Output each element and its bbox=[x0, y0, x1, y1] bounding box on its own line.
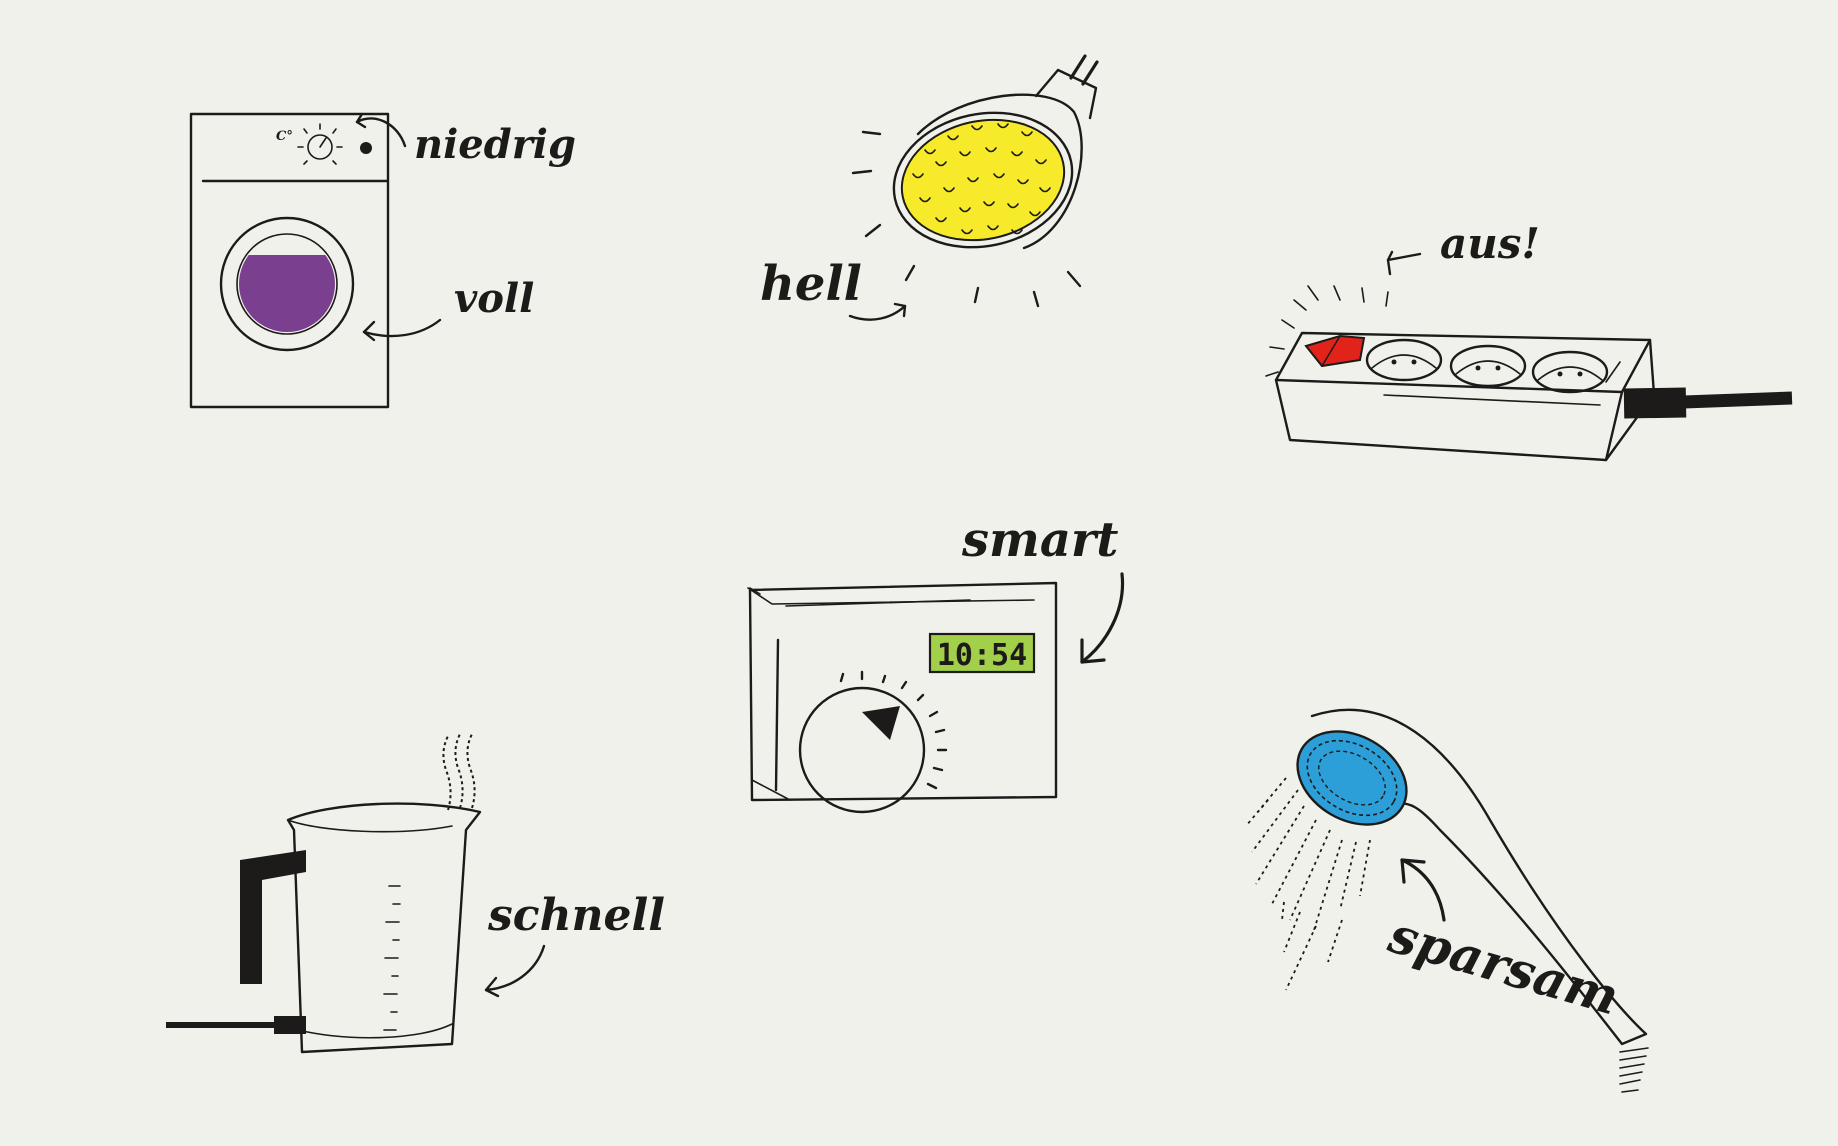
arrow-icon bbox=[362, 318, 442, 338]
indicator-dot bbox=[360, 142, 372, 154]
thermostat-dial[interactable] bbox=[798, 686, 926, 814]
washer-water-fill bbox=[239, 255, 335, 332]
label-aus: aus! bbox=[1440, 219, 1540, 268]
thermostat-icon: 10:54 bbox=[747, 581, 1058, 814]
led-spotlight-icon bbox=[851, 54, 1099, 308]
arrow-icon bbox=[1386, 252, 1422, 262]
label-hell: hell bbox=[760, 256, 862, 312]
temperature-dial-icon bbox=[297, 123, 343, 165]
washing-machine-icon: C° bbox=[189, 112, 390, 409]
label-voll: voll bbox=[454, 275, 534, 322]
label-niedrig: niedrig bbox=[414, 121, 576, 168]
arrow-icon bbox=[848, 304, 907, 321]
kettle-handle bbox=[240, 850, 306, 984]
dial-unit-label: C° bbox=[276, 129, 293, 144]
power-switch-icon bbox=[1304, 334, 1366, 368]
water-spray-icon bbox=[1245, 777, 1371, 991]
label-sparsam: sparsam bbox=[1382, 905, 1625, 1027]
label-schnell: schnell bbox=[487, 890, 665, 941]
power-strip-icon bbox=[1265, 285, 1793, 462]
socket-icon bbox=[1449, 344, 1527, 388]
kettle-icon bbox=[166, 733, 482, 1054]
label-smart: smart bbox=[961, 512, 1118, 568]
arrow-icon bbox=[1080, 572, 1125, 664]
shower-head-icon bbox=[1245, 708, 1649, 1093]
display-time: 10:54 bbox=[937, 638, 1027, 673]
socket-icon bbox=[1531, 350, 1609, 394]
socket-icon bbox=[1365, 338, 1443, 382]
arrow-icon bbox=[1400, 858, 1446, 922]
arrow-icon bbox=[484, 944, 546, 992]
arrow-icon bbox=[355, 117, 407, 148]
lcd-display bbox=[928, 632, 1036, 674]
steam-icon bbox=[442, 733, 476, 811]
